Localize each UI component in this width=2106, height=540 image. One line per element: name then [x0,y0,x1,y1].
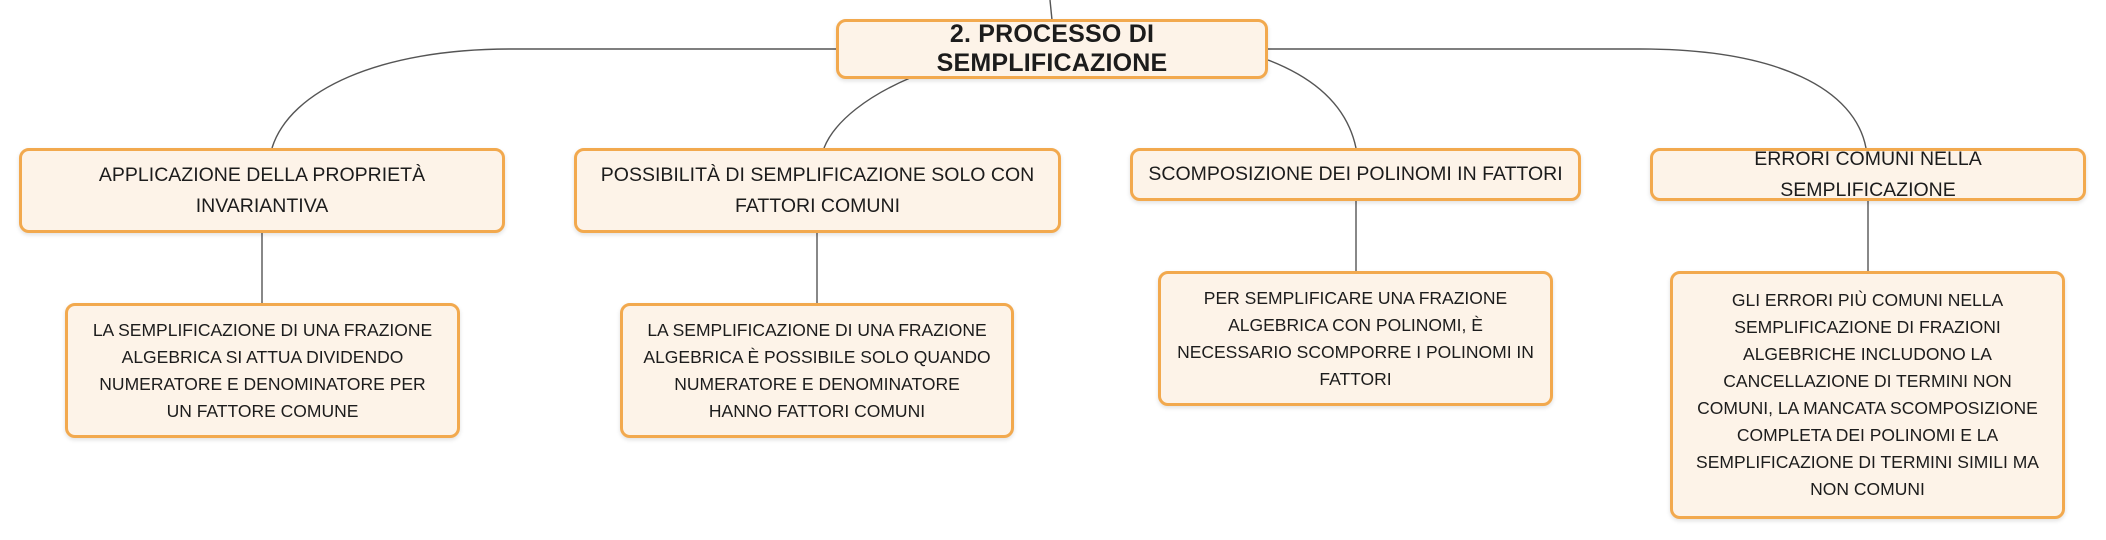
detail-node-1-text: LA SEMPLIFICAZIONE DI UNA FRAZIONE ALGEB… [92,319,433,421]
connector-root-branch-3 [1267,59,1357,149]
branch-node-3-label: SCOMPOSIZIONE DEI POLINOMI IN FATTORI [1148,163,1563,185]
root-node[interactable]: 2. PROCESSO DI SEMPLIFICAZIONE [836,19,1268,79]
branch-node-4-label: ERRORI COMUNI NELLA SEMPLIFICAZIONE [1754,147,1982,201]
connector-root-branch-4 [1268,48,1867,149]
detail-node-1[interactable]: LA SEMPLIFICAZIONE DI UNA FRAZIONE ALGEB… [65,303,460,438]
detail-node-3-text: PER SEMPLIFICARE UNA FRAZIONE ALGEBRICA … [1177,287,1534,389]
detail-node-3[interactable]: PER SEMPLIFICARE UNA FRAZIONE ALGEBRICA … [1158,271,1553,406]
branch-node-1-label: APPLICAZIONE DELLA PROPRIETÀ INVARIANTIV… [98,163,426,217]
connector-root-branch-2 [823,77,911,149]
detail-node-2[interactable]: LA SEMPLIFICAZIONE DI UNA FRAZIONE ALGEB… [620,303,1014,438]
branch-node-1[interactable]: APPLICAZIONE DELLA PROPRIETÀ INVARIANTIV… [19,148,505,233]
branch-node-4[interactable]: ERRORI COMUNI NELLA SEMPLIFICAZIONE [1650,148,2086,201]
root-node-label: 2. PROCESSO DI SEMPLIFICAZIONE [936,20,1168,77]
connector-root-branch-1 [271,48,836,149]
connector-incoming [1049,0,1053,21]
detail-node-4[interactable]: GLI ERRORI PIÙ COMUNI NELLA SEMPLIFICAZI… [1670,271,2065,519]
detail-node-4-text: GLI ERRORI PIÙ COMUNI NELLA SEMPLIFICAZI… [1696,290,2039,499]
detail-node-2-text: LA SEMPLIFICAZIONE DI UNA FRAZIONE ALGEB… [643,319,991,421]
branch-node-2[interactable]: POSSIBILITÀ DI SEMPLIFICAZIONE SOLO CON … [574,148,1061,233]
branch-node-2-label: POSSIBILITÀ DI SEMPLIFICAZIONE SOLO CON … [600,163,1035,217]
branch-node-3[interactable]: SCOMPOSIZIONE DEI POLINOMI IN FATTORI [1130,148,1581,201]
